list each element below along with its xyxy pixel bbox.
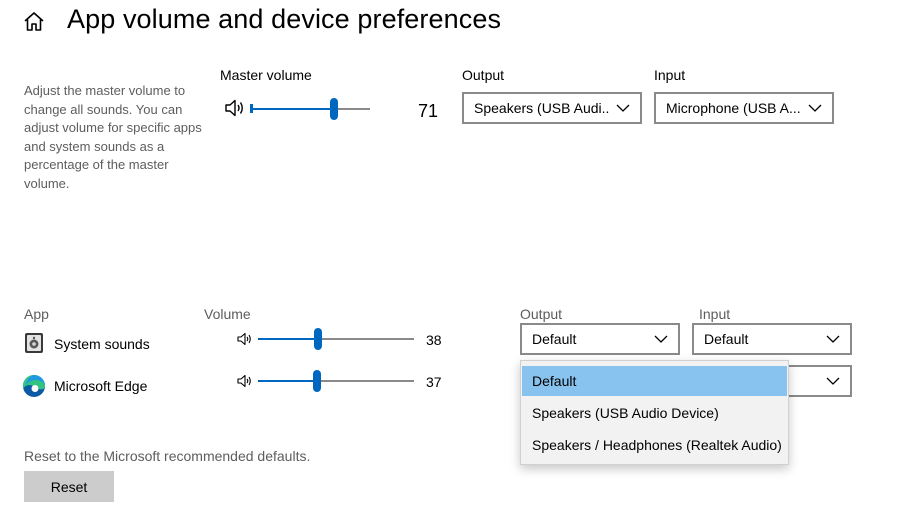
app-volume-slider[interactable] bbox=[258, 328, 414, 350]
column-header-output: Output bbox=[520, 306, 563, 322]
app-name: Microsoft Edge bbox=[54, 378, 148, 394]
speaker-icon[interactable] bbox=[237, 374, 253, 388]
reset-description: Reset to the Microsoft recommended defau… bbox=[24, 448, 311, 464]
app-volume-slider[interactable] bbox=[258, 370, 414, 392]
app-output-value: Default bbox=[532, 331, 577, 347]
slider-track bbox=[258, 338, 414, 340]
master-volume-value: 71 bbox=[418, 101, 439, 121]
speaker-icon[interactable] bbox=[237, 332, 253, 346]
app-output-select[interactable]: Default bbox=[520, 323, 680, 355]
dropdown-option-usb-speakers[interactable]: Speakers (USB Audio Device) bbox=[532, 405, 719, 421]
chevron-down-icon bbox=[808, 104, 822, 112]
page-title: App volume and device preferences bbox=[67, 4, 502, 34]
slider-fill bbox=[250, 108, 334, 110]
app-volume-value: 38 bbox=[426, 332, 442, 348]
column-header-volume: Volume bbox=[204, 306, 251, 322]
master-input-value: Microphone (USB A... bbox=[666, 100, 801, 116]
slider-fill bbox=[258, 338, 318, 340]
home-icon[interactable] bbox=[22, 10, 46, 34]
slider-thumb[interactable] bbox=[314, 328, 322, 350]
master-output-select[interactable]: Speakers (USB Audi... bbox=[462, 92, 642, 124]
master-volume-label: Master volume bbox=[220, 67, 312, 83]
app-input-value: Default bbox=[704, 331, 749, 347]
master-output-value: Speakers (USB Audi... bbox=[474, 100, 610, 116]
chevron-down-icon bbox=[826, 335, 840, 343]
output-dropdown-menu: Default Speakers (USB Audio Device) Spea… bbox=[520, 360, 789, 465]
slider-track bbox=[258, 380, 414, 382]
master-input-label: Input bbox=[654, 67, 686, 83]
slider-thumb[interactable] bbox=[313, 370, 321, 392]
slider-fill bbox=[258, 380, 316, 382]
chevron-down-icon bbox=[826, 377, 840, 385]
master-volume-slider[interactable] bbox=[250, 98, 370, 120]
slider-fill-start bbox=[250, 104, 253, 113]
system-sounds-icon bbox=[25, 333, 43, 353]
chevron-down-icon bbox=[654, 335, 668, 343]
master-input-select[interactable]: Microphone (USB A... bbox=[654, 92, 834, 124]
app-input-select[interactable]: Default bbox=[692, 323, 852, 355]
dropdown-option-default[interactable]: Default bbox=[522, 366, 787, 396]
speaker-icon[interactable] bbox=[224, 98, 246, 118]
chevron-down-icon bbox=[616, 104, 630, 112]
dropdown-option-realtek-speakers[interactable]: Speakers / Headphones (Realtek Audio) bbox=[532, 437, 782, 453]
app-name: System sounds bbox=[54, 336, 150, 352]
column-header-input: Input bbox=[699, 306, 731, 322]
column-header-app: App bbox=[24, 306, 49, 322]
slider-thumb[interactable] bbox=[330, 98, 338, 120]
master-description: Adjust the master volume to change all s… bbox=[24, 83, 202, 191]
app-volume-value: 37 bbox=[426, 374, 442, 390]
reset-button[interactable]: Reset bbox=[24, 471, 114, 502]
master-output-label: Output bbox=[462, 67, 505, 83]
edge-icon bbox=[22, 374, 45, 397]
